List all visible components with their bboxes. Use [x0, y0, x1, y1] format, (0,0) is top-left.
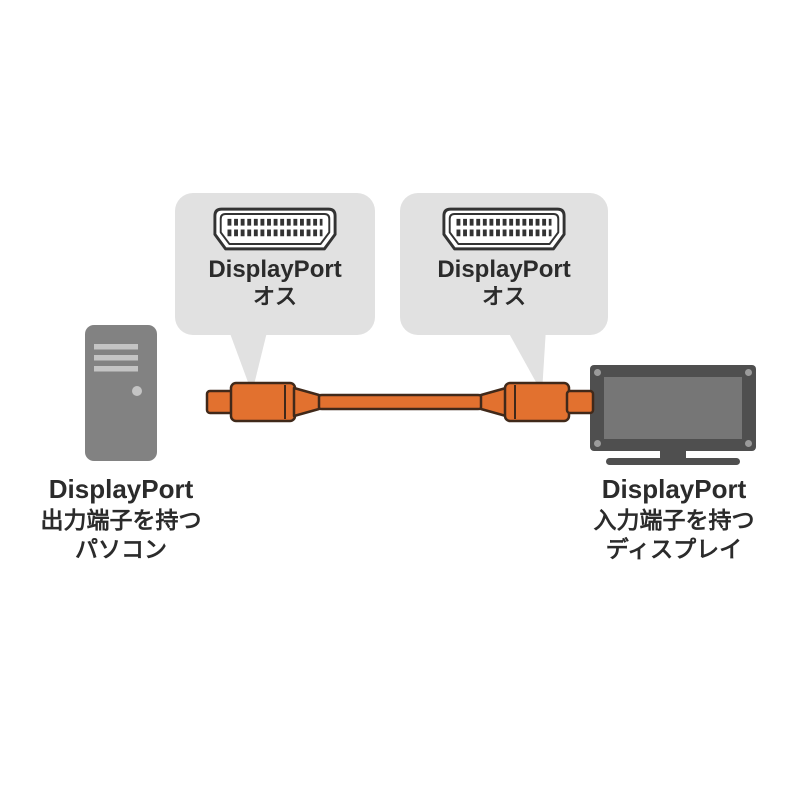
- left-callout-bubble: DisplayPort オス: [175, 193, 375, 335]
- display-caption: DisplayPort 入力端子を持つ ディスプレイ: [568, 473, 780, 565]
- pc-caption-line: パソコン: [75, 536, 167, 563]
- display-caption-line: 入力端子を持つ: [593, 506, 755, 533]
- left-callout-subtitle: オス: [252, 283, 297, 309]
- left-callout-title: DisplayPort: [208, 256, 342, 283]
- pc-caption-line: 出力端子を持つ: [40, 506, 202, 533]
- right-callout-bubble: DisplayPort オス: [400, 193, 608, 335]
- display-illustration: [590, 365, 756, 465]
- right-callout-subtitle: オス: [481, 283, 526, 309]
- cable-right-plug-tip: [565, 389, 595, 415]
- left-callout-tail: [228, 328, 268, 393]
- display-caption-line: ディスプレイ: [605, 536, 743, 563]
- display-caption-line: DisplayPort: [601, 474, 747, 504]
- displayport-male-connector-icon: [213, 207, 337, 251]
- cable-left-plug-tip: [205, 389, 235, 415]
- pc-tower-illustration: [85, 325, 157, 461]
- pc-caption-line: DisplayPort: [48, 474, 194, 504]
- displayport-cable-illustration: [205, 381, 595, 423]
- displayport-male-connector-icon: [442, 207, 566, 251]
- right-callout-title: DisplayPort: [437, 256, 571, 283]
- right-callout-tail: [506, 328, 546, 393]
- pc-caption: DisplayPort 出力端子を持つ パソコン: [16, 473, 226, 565]
